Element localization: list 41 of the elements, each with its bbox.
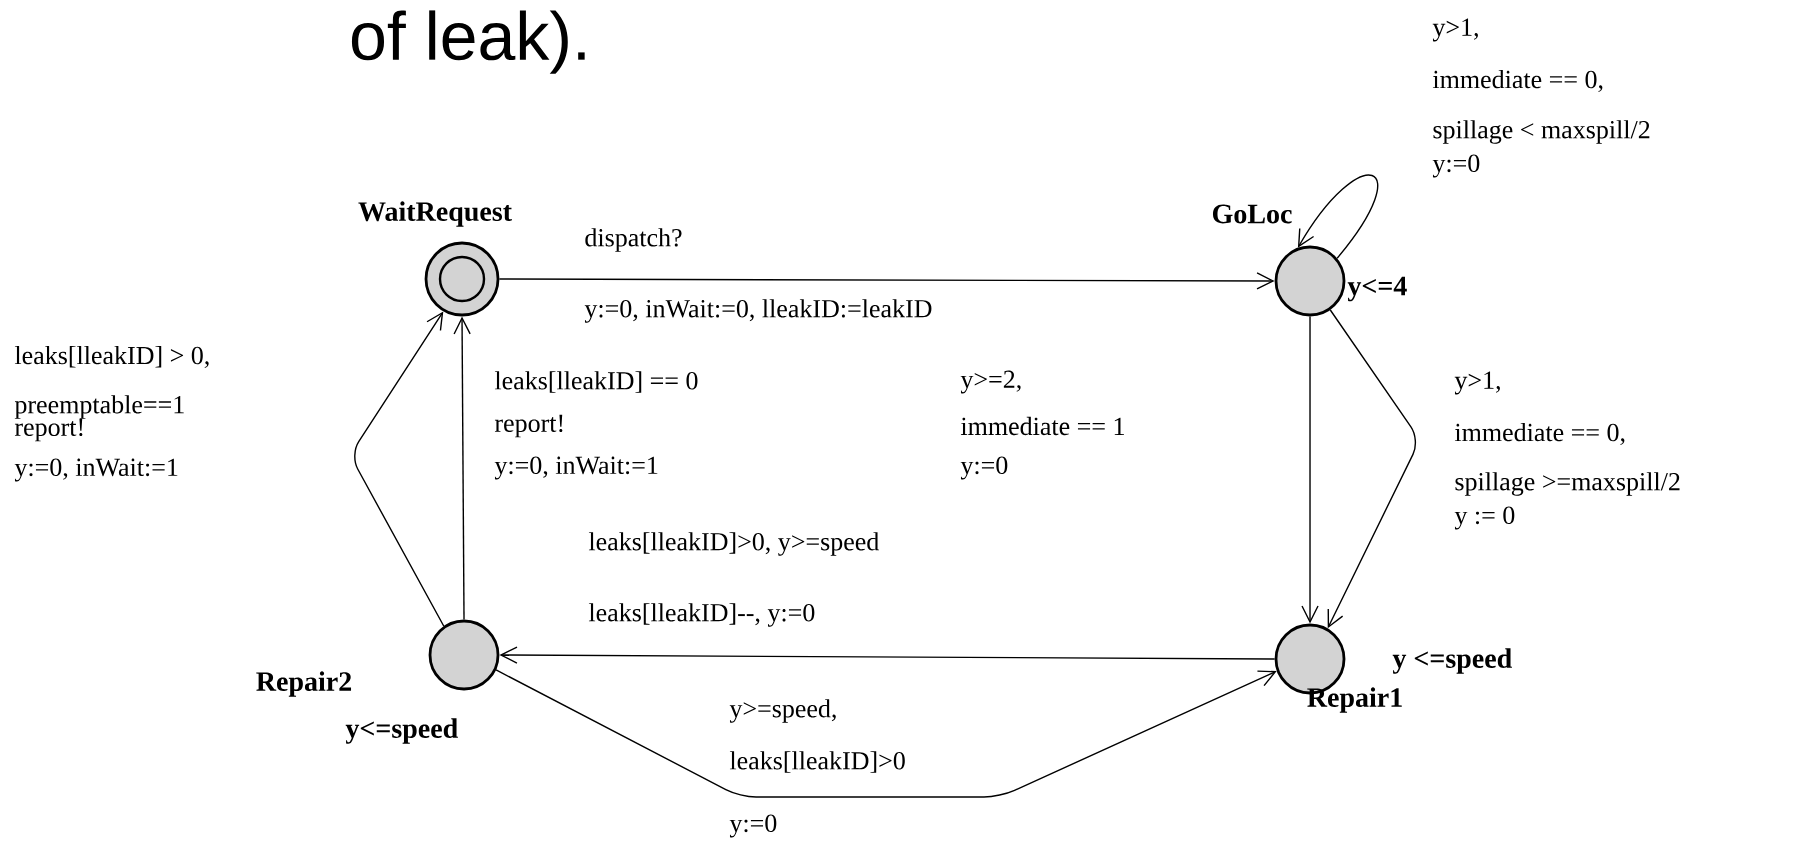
guard-label: report! — [14, 418, 83, 442]
guard-label: leaks[lleakID]>0, y>=speed — [588, 532, 879, 556]
state-name: GoLoc — [1212, 204, 1292, 224]
guard-label: y:=0 — [960, 456, 1008, 480]
guard-label: y:=0, inWait:=1 — [494, 456, 658, 480]
guard-label: y>=speed, — [729, 699, 836, 723]
guard-label: leaks[lleakID]>0 — [729, 751, 905, 773]
guard-label: dispatch? — [585, 228, 682, 252]
arrow — [1327, 309, 1417, 629]
state-name: Repair2 — [256, 671, 352, 697]
guard-label: spillage < maxspill/2 — [1433, 120, 1650, 144]
guard-label: immediate == 0, — [1454, 423, 1625, 446]
guard-label: y>1, — [1432, 18, 1478, 42]
invariant-label: y<=4 — [1347, 276, 1407, 302]
arrow — [495, 669, 1277, 798]
guard-label: leaks[lleakID]--, y:=0 — [588, 603, 815, 627]
guard-label: spillage >=maxspill/2 — [1455, 472, 1680, 496]
guard-label: leaks[lleakID] == 0 — [494, 371, 698, 393]
guard-label: y:=0, inWait:=1 — [14, 458, 178, 482]
guard-label: preemptable==1 — [14, 395, 184, 419]
state-name: WaitRequest — [358, 201, 512, 227]
invariant-label: y <=speed — [1392, 648, 1512, 674]
invariant-label: y<=speed — [345, 718, 458, 744]
arrow — [499, 646, 1276, 664]
state-name: Repair1 — [1307, 687, 1402, 713]
arrow — [1301, 315, 1319, 624]
guard-label: leaks[lleakID] > 0, — [14, 346, 209, 369]
guard-label: y>=2, — [960, 370, 1021, 394]
guard-label: y:=0 — [729, 814, 777, 838]
arrow — [453, 316, 471, 621]
guard-label: y:=0, inWait:=0, lleakID:=leakID — [584, 299, 932, 323]
guard-label: y:=0 — [1432, 154, 1480, 178]
arrow — [1297, 174, 1379, 259]
guard-label: report! — [494, 414, 563, 438]
guard-label: immediate == 0, — [1432, 70, 1603, 93]
guard-label: y := 0 — [1454, 506, 1515, 530]
guard-label: immediate == 1 — [960, 416, 1124, 436]
arrow — [354, 311, 445, 627]
arrow — [498, 272, 1275, 290]
guard-label: y>1, — [1454, 371, 1500, 395]
heading-fragment: of leak). — [351, 10, 585, 74]
